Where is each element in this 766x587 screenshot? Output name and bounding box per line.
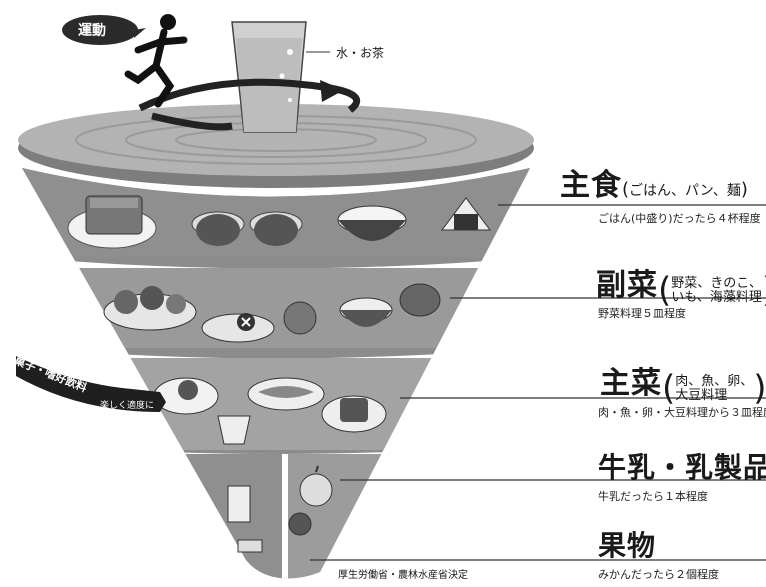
credit-text: 厚生労働省・農林水産省決定 — [338, 570, 468, 581]
group-fukusai-detail-2: いも、海藻料理 — [671, 289, 762, 305]
tier-fukusai — [22, 268, 530, 348]
group-fukusai-heading: 副菜(野菜、きのこ、いも、海藻料理) — [596, 268, 766, 311]
group-shushoku-detail: ごはん、パン、麺 — [629, 183, 741, 199]
staple-food-icons — [67, 195, 491, 249]
group-shusai-heading: 主菜(肉、魚、卵、大豆料理) — [600, 366, 766, 409]
runner-icon — [124, 14, 188, 108]
vegetable-dish-icons — [103, 283, 441, 343]
group-fukusai-name: 副菜 — [596, 268, 658, 303]
water-label: 水・お茶 — [336, 46, 385, 60]
fruit-icons — [288, 465, 333, 536]
group-fruit-name: 果物 — [598, 529, 657, 562]
group-shushoku-note: ごはん(中盛り)だったら４杯程度 — [598, 212, 761, 225]
snacks-ribbon — [16, 356, 166, 412]
leader-lines — [310, 204, 766, 561]
dairy-icons — [227, 485, 263, 553]
group-shushoku-name: 主食 — [560, 168, 622, 203]
group-dairy-name: 牛乳・乳製品 — [598, 451, 766, 484]
group-fukusai-detail-1: 野菜、きのこ、 — [671, 275, 763, 291]
main-dish-icons — [153, 377, 387, 445]
exercise-label: 運動 — [78, 23, 106, 39]
group-shusai-name: 主菜 — [600, 366, 662, 401]
group-fukusai-note: 野菜料理５皿程度 — [598, 307, 686, 320]
group-fruit-note: みかんだったら２個程度 — [598, 568, 719, 581]
group-shusai-detail-1: 肉、魚、卵、 — [675, 373, 754, 389]
rotation-arrow-icon — [138, 78, 361, 131]
group-shusai-note: 肉・魚・卵・大豆料理から３皿程度 — [598, 406, 766, 419]
exercise-badge — [62, 15, 146, 45]
snacks-note: 楽しく適度に — [100, 401, 155, 411]
group-shusai-detail-2: 大豆料理 — [675, 387, 728, 403]
group-dairy-note: 牛乳だったら１本程度 — [598, 490, 708, 503]
top-disc — [18, 104, 534, 188]
group-shushoku-heading: 主食(ごはん、パン、麺) — [560, 168, 748, 203]
